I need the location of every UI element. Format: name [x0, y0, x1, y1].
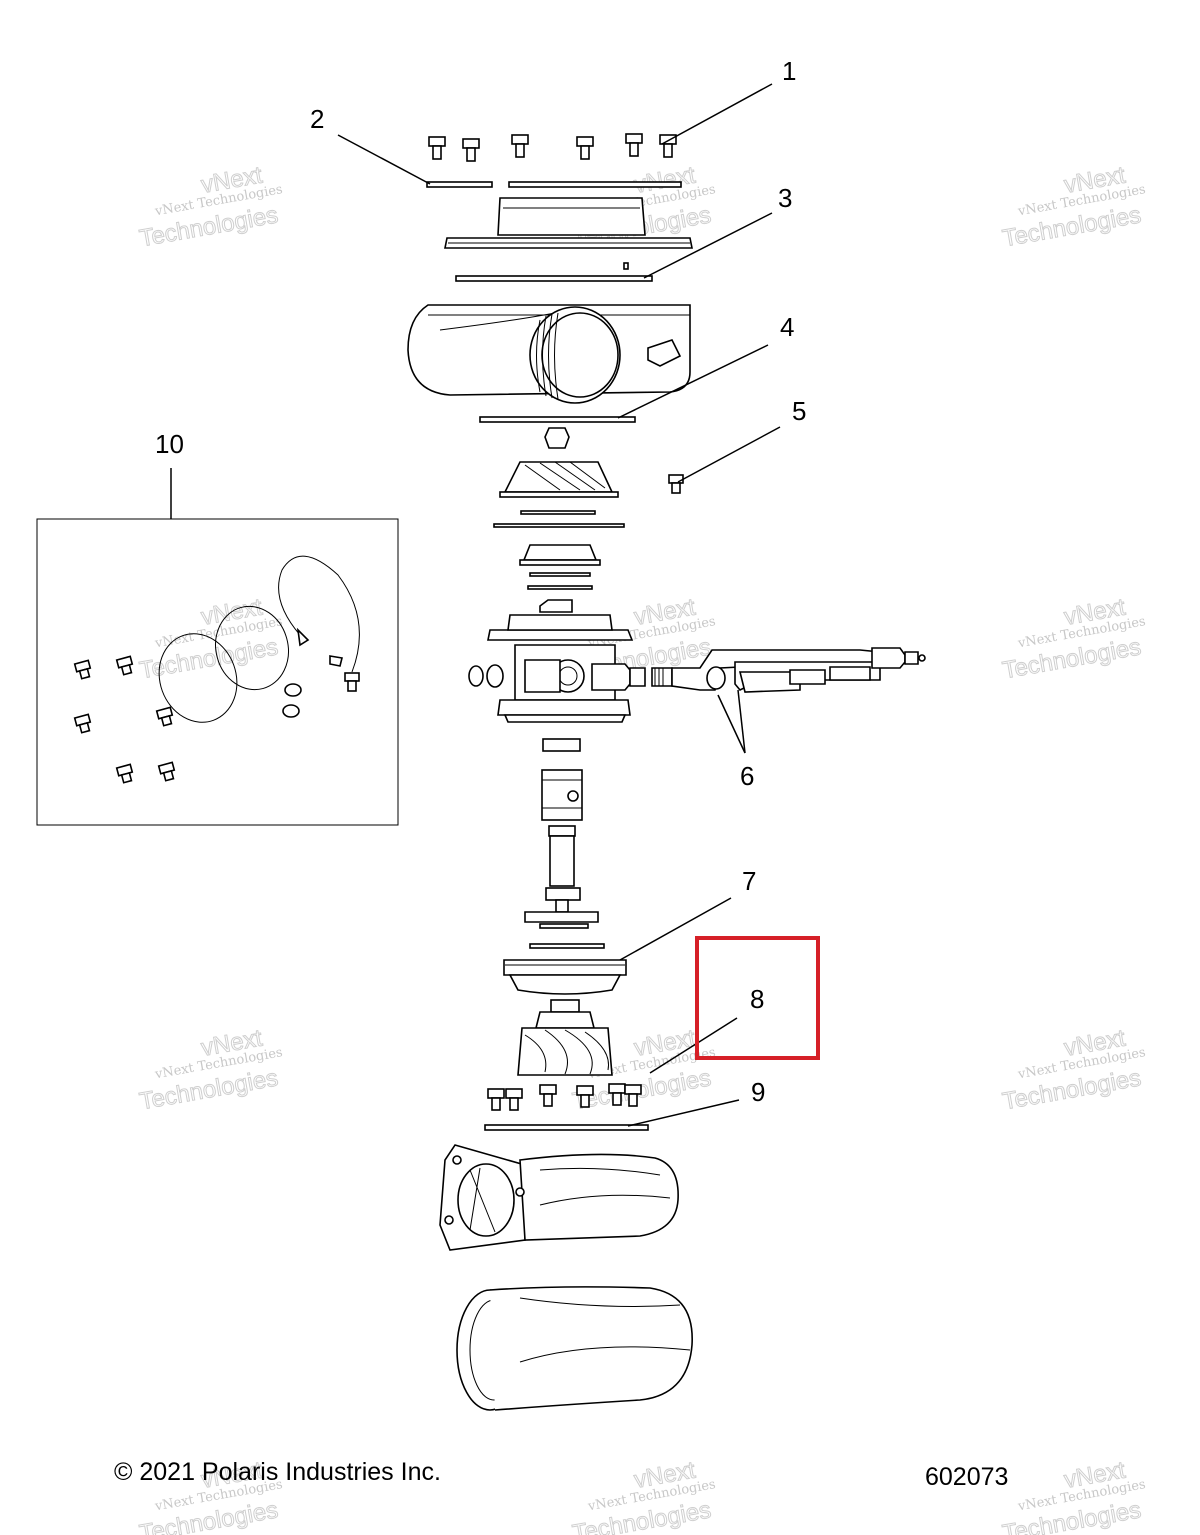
callout-9: 9 — [751, 1077, 765, 1107]
shaft-stack[interactable] — [524, 738, 605, 949]
highlight-box[interactable] — [695, 936, 820, 1060]
turbine-backplate[interactable] — [503, 959, 627, 995]
top-bolts[interactable] — [428, 133, 677, 162]
impeller-nut[interactable] — [544, 427, 570, 449]
callout-numbers: 1 2 3 4 5 6 7 8 9 10 — [155, 56, 806, 1107]
exhaust-tube[interactable] — [456, 1286, 693, 1411]
exhaust-outlet-elbow[interactable] — [439, 1144, 679, 1251]
seal-stack[interactable] — [493, 510, 625, 613]
compressor-housing[interactable] — [407, 304, 691, 404]
compressor-impeller[interactable] — [499, 461, 619, 498]
center-housing[interactable] — [468, 614, 673, 723]
callout-4: 4 — [780, 312, 794, 342]
gasket-4[interactable] — [479, 416, 636, 423]
diagram-part-number: 602073 — [925, 1463, 1009, 1491]
gasket-9[interactable] — [484, 1124, 649, 1131]
top-cover-assembly[interactable] — [426, 181, 693, 282]
callout-3: 3 — [778, 183, 792, 213]
leader-lines — [170, 83, 781, 1127]
gasket-kit-box[interactable] — [36, 518, 399, 826]
copyright-text: © 2021 Polaris Industries Inc. — [114, 1458, 441, 1486]
callout-2: 2 — [310, 104, 324, 134]
coolant-oil-lines[interactable] — [671, 647, 926, 693]
callout-1: 1 — [782, 56, 796, 86]
bolt-5[interactable] — [668, 474, 684, 494]
turbine-wheel[interactable] — [517, 999, 613, 1076]
callout-10: 10 — [155, 429, 184, 459]
callout-7: 7 — [742, 866, 756, 896]
callout-6: 6 — [740, 761, 754, 791]
lower-bolts[interactable] — [487, 1083, 642, 1111]
callout-8: 8 — [750, 984, 764, 1014]
callout-5: 5 — [792, 396, 806, 426]
